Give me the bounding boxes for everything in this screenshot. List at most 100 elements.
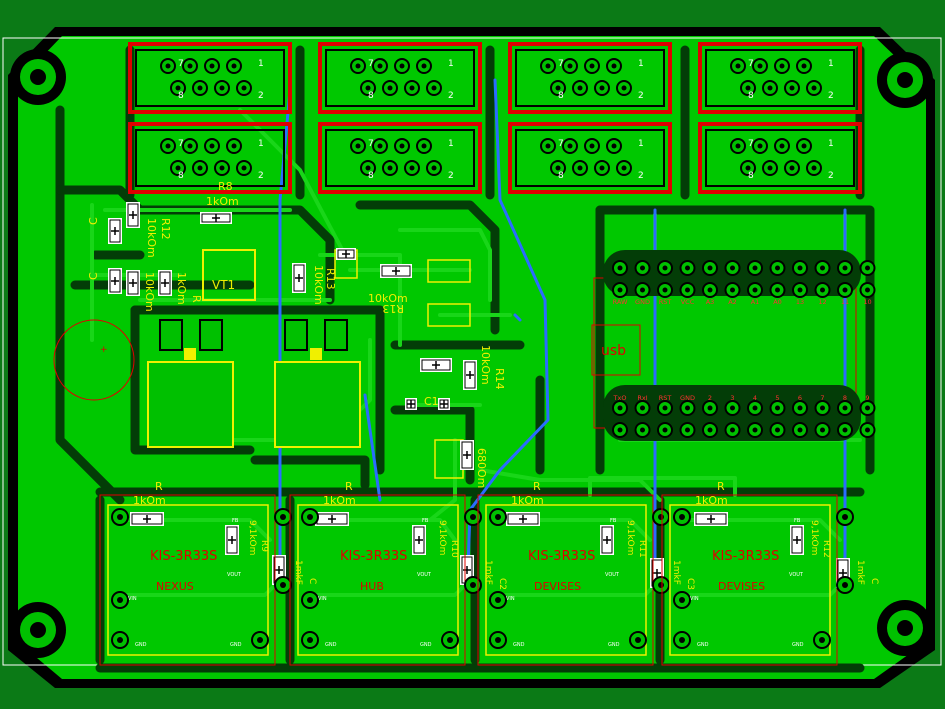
pin-vout-label: VOUT [417,572,432,578]
header-pin-label: RST [659,298,672,306]
smd-component [600,525,614,555]
module-c-label: C [869,578,879,584]
smd-component [108,268,122,294]
r13-value: 10kOm [368,292,408,305]
header-pin-label: 7 [820,394,824,402]
smd-component [336,248,356,260]
header-pin-label: 11 [841,298,849,306]
header-pin-label: RST [659,394,672,402]
diode-1 [427,259,471,283]
pin-number: 1 [828,139,834,149]
diode-2 [427,303,471,327]
cap-plus-mark: + [100,345,108,355]
pin-number: 2 [638,91,644,101]
pin-gnd-label: GND [325,642,337,648]
header-pin-label: 12 [818,298,826,306]
smd-component [380,264,412,278]
r8-label: R8 [218,180,233,193]
module-name: KIS-3R33S [528,549,595,564]
pin-number: 7 [178,59,184,69]
pin-number: 2 [448,91,454,101]
module-r-label: R [717,480,725,493]
pin-number: 7 [178,139,184,149]
header-pin-label: 6 [798,394,802,402]
pin-number: 8 [178,91,184,101]
module-r-side-value: 9,1kOm [247,520,257,555]
smd-component [460,440,474,470]
smd-component [506,512,540,526]
c1-label: C1 [424,395,439,408]
module-r-side-label: R9 [259,540,269,552]
vt1-label: VT1 [212,278,235,292]
pin-number: 2 [258,171,264,181]
r-mid-b-label: R [190,295,203,303]
usb-label: usb [601,343,626,359]
r-mid-b-value: 1kOm [175,272,188,305]
cap-label-1: C [87,217,100,225]
pin-vin-label: VIN [318,596,327,602]
module-caption: DEVISES [534,580,581,593]
header-pin-label: 3 [730,394,734,402]
smd-component [405,398,417,410]
module-caption: NEXUS [156,580,194,593]
cap-label-2: C [87,272,100,280]
module-r-side-value: 9,1kOm [437,520,447,555]
pin-number: 2 [258,91,264,101]
smd-component [694,512,728,526]
smd-component [126,270,140,296]
module-r-side-value: 9,1kOm [625,520,635,555]
r8-value: 1kOm [206,195,239,208]
header-pin-label: TxO [613,394,627,402]
pin-fb-label: FB [422,518,429,524]
smd-component [108,218,122,244]
module-c-value: 1mkF [483,560,493,585]
pin-vin-label: VIN [506,596,515,602]
module-c-label: C [307,578,317,584]
smd-component [126,202,140,228]
electrolytic-cap-outline [53,319,135,401]
inductor-2 [274,361,361,448]
pin-number: 8 [368,171,374,181]
module-c-label: C2 [497,578,507,590]
module-r-side-value: 9,1kOm [809,520,819,555]
r-diode-label: R13 [324,268,337,290]
pin-number: 2 [448,171,454,181]
usb-outline [591,324,641,376]
module-r-value: 1kOm [133,494,166,507]
inductor-1 [147,361,234,448]
pin-number: 1 [638,59,644,69]
r5-value: 680Om [475,448,488,488]
header-pin-label: 10 [863,298,871,306]
header-pin-label: A3 [706,298,715,306]
smd-component [420,358,452,372]
module-caption: HUB [360,580,384,593]
pin-number: 1 [448,139,454,149]
pin-number: 2 [828,91,834,101]
header-pin-label: RxI [637,394,647,402]
header-pin-label: 9 [865,394,869,402]
silk-labels: R8 1kOm 10kOm R12 C C 10kOm 1kOm R 10kOm… [87,180,506,488]
header-pin-label: GND [635,298,650,306]
smd-component [225,525,239,555]
module-caption: DEVISES [718,580,765,593]
pin-number: 1 [258,139,264,149]
pin-number: 8 [178,171,184,181]
pin-vout-label: VOUT [789,572,804,578]
pin-number: 1 [448,59,454,69]
smd-component [130,512,164,526]
smd-component [158,270,172,296]
header-pin-label: 2 [708,394,712,402]
header-pin-label: 13 [796,298,804,306]
pin-number: 2 [828,171,834,181]
module-r-value: 1kOm [511,494,544,507]
vt1-outline [202,249,256,301]
pin-vout-label: VOUT [227,572,242,578]
pin-gnd-label: GND [792,642,804,648]
pin-number: 8 [558,91,564,101]
pin-number: 7 [368,59,374,69]
